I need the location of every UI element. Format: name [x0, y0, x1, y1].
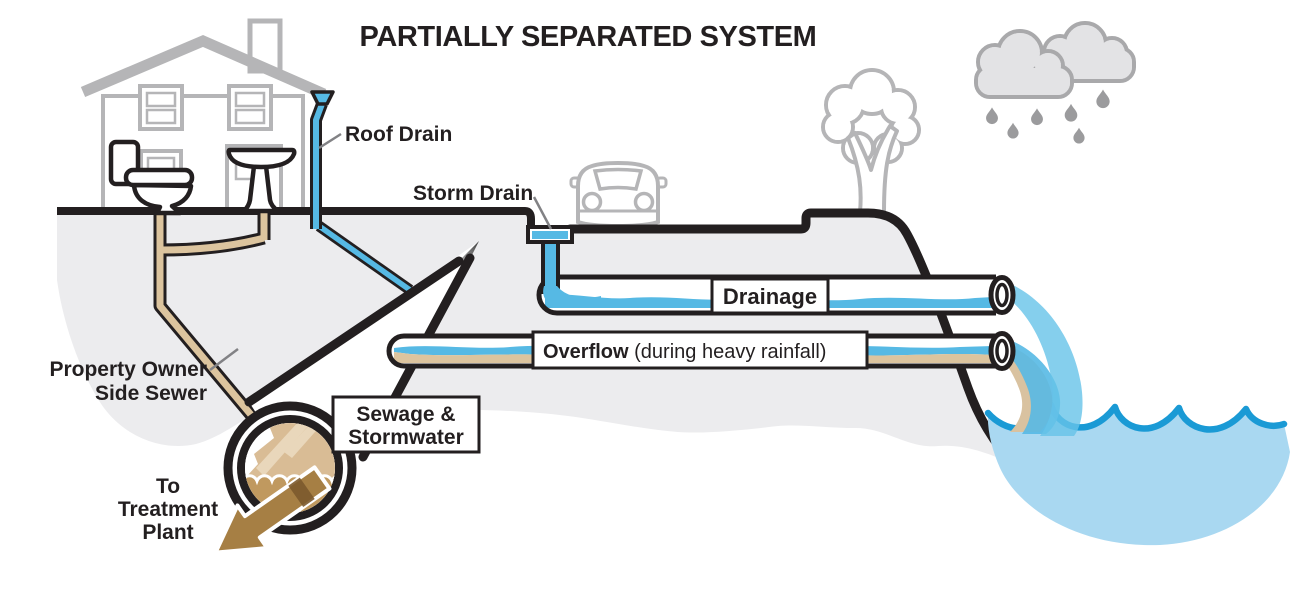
property-side-sewer-pipe-icon: [153, 210, 271, 421]
leader-lines: [209, 132, 553, 371]
side-sewer-label-line2: Side Sewer: [95, 382, 207, 405]
pipe-outer-ring: [223, 401, 357, 535]
cloud-front: [974, 29, 1074, 99]
treatment-arrow-icon: [213, 465, 332, 555]
arrow-stripe: [288, 477, 315, 508]
window-upper-left: [138, 84, 184, 131]
car-headlight-right: [633, 191, 655, 213]
roof-drain-label: Roof Drain: [345, 123, 452, 146]
roof-drain-leader: [318, 132, 342, 150]
treatment-label-line1: To: [156, 475, 180, 498]
pipe-openings: [988, 275, 1016, 371]
ground-line: [57, 207, 1019, 469]
roof: [80, 35, 327, 100]
car-icon: [569, 160, 668, 229]
overflow-label: Overflow (during heavy rainfall): [543, 341, 826, 363]
label-boxes: Drainage Overflow (during heavy rainfall…: [331, 277, 869, 454]
water-fill: [987, 405, 1290, 546]
car-headlight-left: [581, 191, 603, 213]
tree-icon: [821, 68, 921, 214]
sewage-label-box: [331, 395, 481, 454]
overflow-label-box: [531, 330, 869, 370]
sewage-label-line1: Sewage &: [356, 403, 455, 426]
window-upper-right: [227, 84, 273, 131]
storm-drain-inlet-icon: [526, 225, 601, 308]
treatment-label-line3: Plant: [142, 521, 193, 544]
sewage-label-line2: Stormwater: [348, 426, 464, 449]
car-windshield: [592, 167, 644, 191]
treatment-label-line2: Treatment: [118, 498, 218, 521]
storm-drain-pipe: [544, 236, 557, 294]
side-sewer-leader: [209, 348, 239, 371]
sewage-streak: [256, 423, 308, 476]
combined-sewer-edge-left: [244, 256, 464, 407]
drainage-label-box: [710, 277, 830, 315]
roof-drain-funnel: [310, 90, 335, 106]
storm-drain-label: Storm Drain: [413, 182, 533, 205]
sewage-waterline: [245, 474, 335, 486]
drainage-label: Drainage: [723, 284, 817, 309]
drainage-stream-water: [998, 281, 1083, 436]
toilet-icon: [108, 139, 195, 216]
diagram-title: PARTIALLY SEPARATED SYSTEM: [360, 21, 817, 53]
side-sewer-label-line1: Property Owner: [49, 358, 207, 381]
storm-drain-splash: [543, 286, 601, 308]
storm-drain-leader: [532, 196, 553, 230]
roof-drain-pipe-icon: [310, 90, 414, 295]
overflow-stream-water: [998, 338, 1061, 434]
rain-clouds-icon: [974, 21, 1136, 144]
sink-icon: [226, 147, 297, 214]
tree-trunk: [846, 124, 899, 214]
cloud-back: [1040, 21, 1136, 83]
